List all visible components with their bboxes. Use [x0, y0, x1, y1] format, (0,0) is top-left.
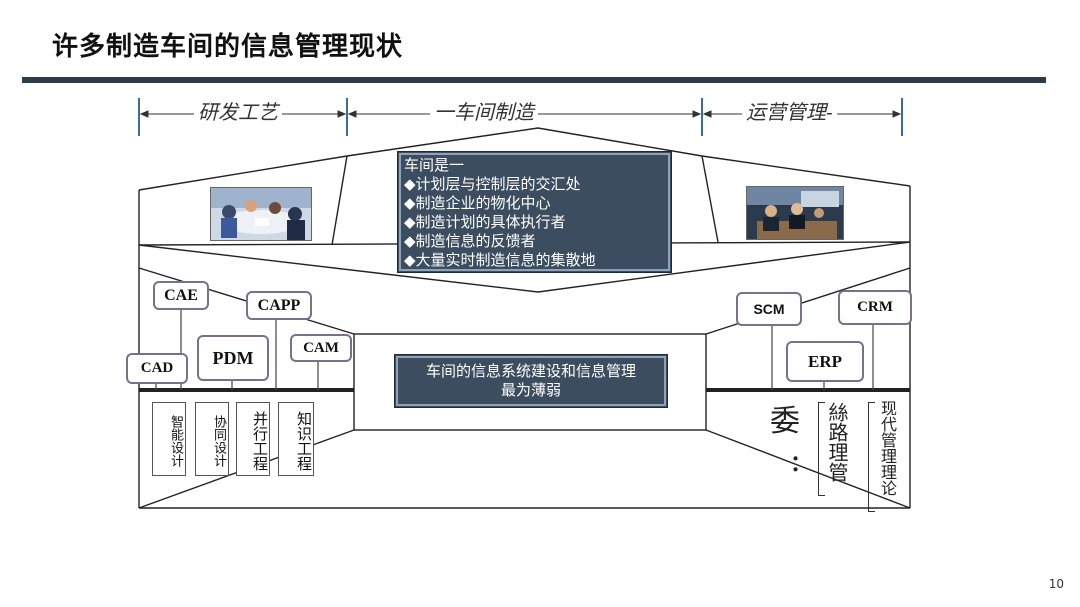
workshop-box-header: 车间是一 [404, 156, 665, 175]
system-erp: ERP [786, 341, 864, 382]
foundation-collab-design: 协同设计 [195, 402, 229, 476]
workshop-info-box: 车间是一 ◆计划层与控制层的交汇处 ◆制造企业的物化中心 ◆制造计划的具体执行者… [397, 151, 672, 273]
weak-box-line-1: 车间的信息系统建设和信息管理 [395, 362, 667, 381]
phase-label-rnd: 研发工艺 [194, 101, 282, 123]
phase-label-operations: 运营管理- [742, 101, 837, 123]
phase-label-workshop: 一车间制造 [430, 101, 538, 123]
foundation-concurrent-eng: 并行工程 [236, 402, 270, 476]
foundation-smart-design: 智能设计 [152, 402, 186, 476]
workshop-item: ◆制造企业的物化中心 [404, 194, 665, 213]
foundation-modern-mgmt: 现代管理理论 [876, 400, 898, 496]
page-number: 10 [1049, 577, 1064, 591]
rnd-meeting-photo [210, 187, 312, 241]
foundation-supply-chain: 絲路理管 [824, 402, 850, 482]
operations-meeting-photo [746, 186, 844, 240]
foundation-glyph-a: 委 [770, 396, 800, 440]
system-cam: CAM [290, 334, 352, 362]
workshop-item: ◆计划层与控制层的交汇处 [404, 175, 665, 194]
weak-info-box: 车间的信息系统建设和信息管理 最为薄弱 [394, 354, 668, 408]
modern-mgmt-bracket [868, 402, 875, 512]
system-capp: CAPP [246, 291, 312, 320]
weak-box-line-2: 最为薄弱 [395, 381, 667, 400]
system-cad: CAD [126, 353, 188, 384]
system-crm: CRM [838, 290, 912, 325]
workshop-item: ◆制造计划的具体执行者 [404, 213, 665, 232]
system-scm: SCM [736, 292, 802, 326]
foundation-knowledge-eng: 知识工程 [278, 402, 314, 476]
system-cae: CAE [153, 281, 209, 310]
foundation-glyph-b: ： [790, 446, 812, 478]
workshop-item: ◆制造信息的反馈者 [404, 232, 665, 251]
system-pdm: PDM [197, 335, 269, 381]
workshop-item: ◆大量实时制造信息的集散地 [404, 251, 665, 270]
